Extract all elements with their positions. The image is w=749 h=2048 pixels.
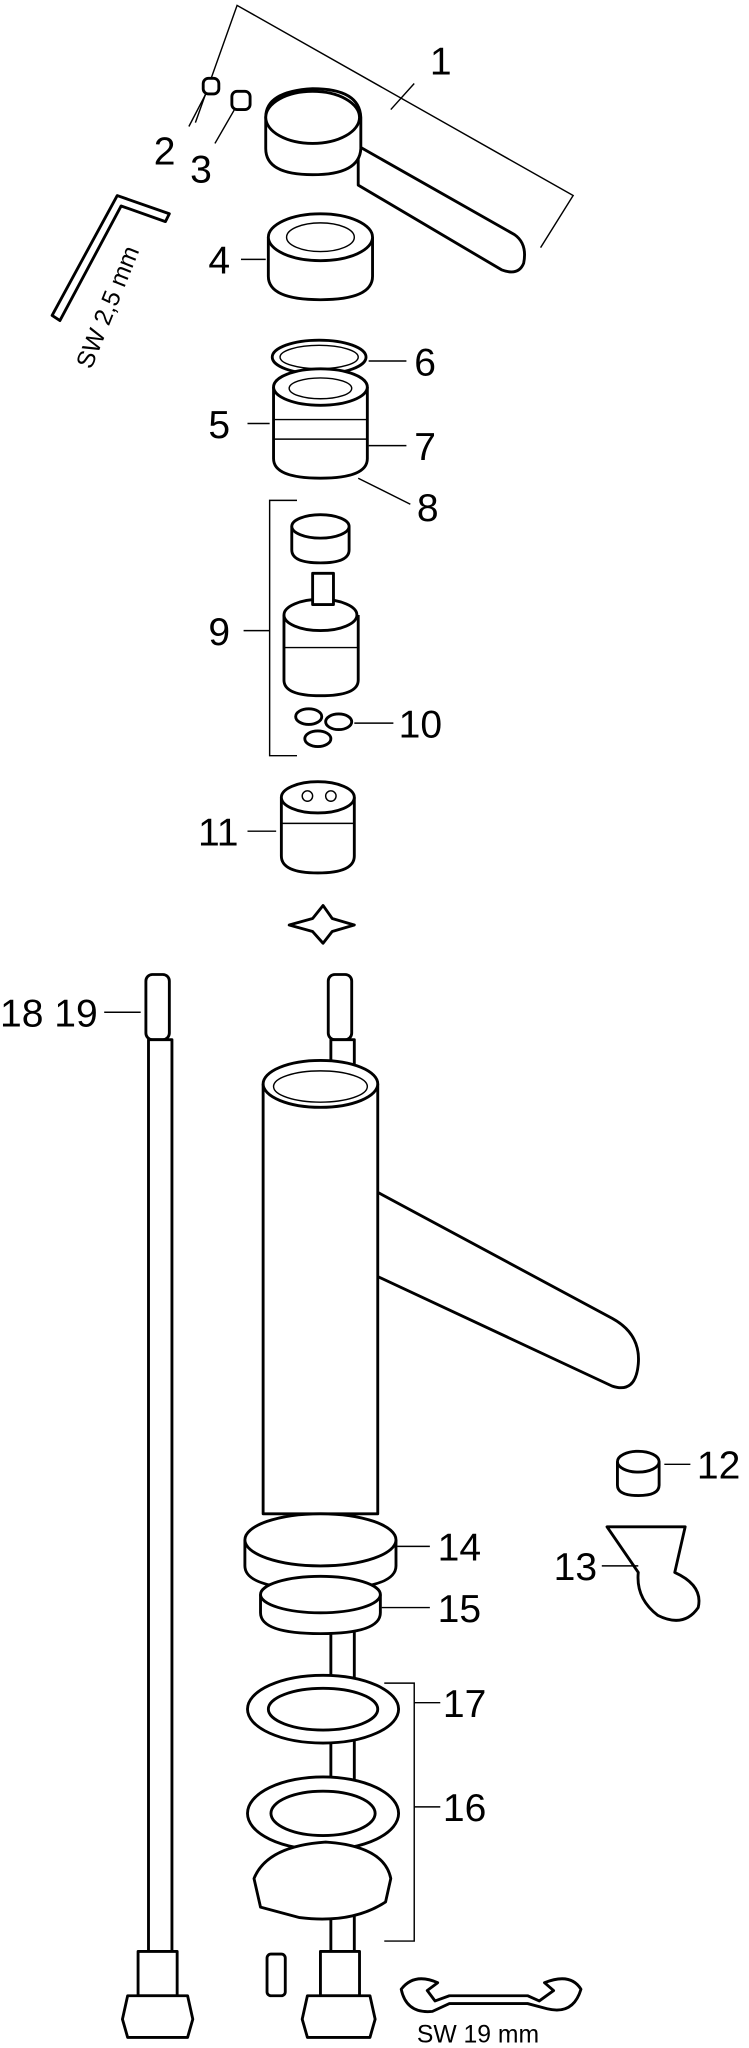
part-9-bracket	[268, 499, 297, 757]
label-18-19: 18 19	[0, 993, 98, 1036]
grub-screw-3	[214, 89, 252, 144]
tap-body	[261, 1059, 640, 1516]
wrench-label: SW 19 mm	[417, 2022, 539, 2048]
insert-11	[247, 780, 356, 875]
label-11: 11	[198, 812, 239, 855]
threaded-shank	[243, 1512, 430, 1636]
label-5: 5	[208, 404, 230, 447]
label-4: 4	[208, 240, 230, 283]
seals	[294, 707, 394, 748]
label-6: 6	[414, 341, 436, 384]
label-7: 7	[414, 426, 436, 469]
wrench-icon: SW 19 mm	[399, 1977, 583, 2048]
label-9: 9	[208, 611, 230, 654]
label-2: 2	[154, 130, 176, 173]
label-16: 16	[443, 1787, 486, 1830]
cover-cap	[240, 212, 374, 302]
label-3: 3	[190, 149, 212, 192]
hex-key-icon: SW 2,5 mm	[50, 194, 171, 372]
label-13: 13	[554, 1546, 597, 1589]
label-1: 1	[430, 40, 452, 83]
aerator-key	[601, 1525, 701, 1622]
spider-clip	[287, 904, 356, 945]
cartridge-nut	[247, 338, 411, 505]
cartridge	[282, 513, 360, 698]
label-10: 10	[399, 703, 442, 746]
label-12: 12	[697, 1445, 740, 1488]
label-14: 14	[438, 1527, 481, 1570]
label-8: 8	[417, 487, 439, 530]
flex-hose-left	[104, 973, 195, 2039]
grub-screw-2	[188, 76, 221, 127]
part-16-17-bracket	[384, 1682, 415, 1942]
label-15: 15	[438, 1588, 481, 1631]
aerator	[616, 1449, 691, 1497]
washers	[246, 1673, 401, 1998]
handle-lever	[264, 87, 526, 274]
part-1-bracket	[194, 4, 575, 249]
label-17: 17	[443, 1683, 486, 1726]
